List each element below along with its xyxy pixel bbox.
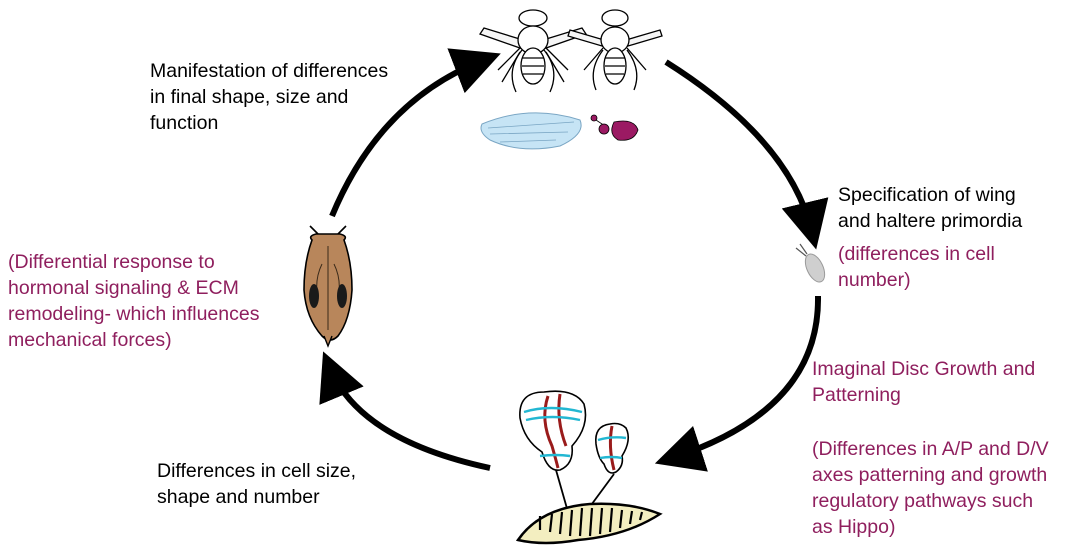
embryo-primordia-icon: [796, 244, 829, 285]
wing-icon: [481, 113, 581, 149]
larva-icon: [518, 504, 660, 543]
arrow-larva-to-pupa: [330, 368, 490, 468]
label-cell-size: Differences in cell size, shape and numb…: [157, 458, 356, 510]
label-imaginal-disc: Imaginal Disc Growth and Patterning: [812, 356, 1035, 408]
imaginal-discs-icon: [520, 391, 628, 512]
label-cell-number: (differences in cell number): [838, 241, 995, 293]
label-manifestation: Manifestation of differences in final sh…: [150, 58, 388, 136]
label-hormonal-response: (Differential response to hormonal signa…: [8, 249, 259, 353]
arrow-embryo-to-larva: [672, 296, 818, 458]
arrow-flies-to-embryo: [666, 62, 812, 232]
pupa-icon: [304, 226, 352, 346]
adult-flies-icon: [480, 10, 662, 92]
label-specification: Specification of wing and haltere primor…: [838, 182, 1022, 234]
haltere-icon: [591, 115, 638, 140]
label-axes-patterning: (Differences in A/P and D/V axes pattern…: [812, 436, 1049, 540]
